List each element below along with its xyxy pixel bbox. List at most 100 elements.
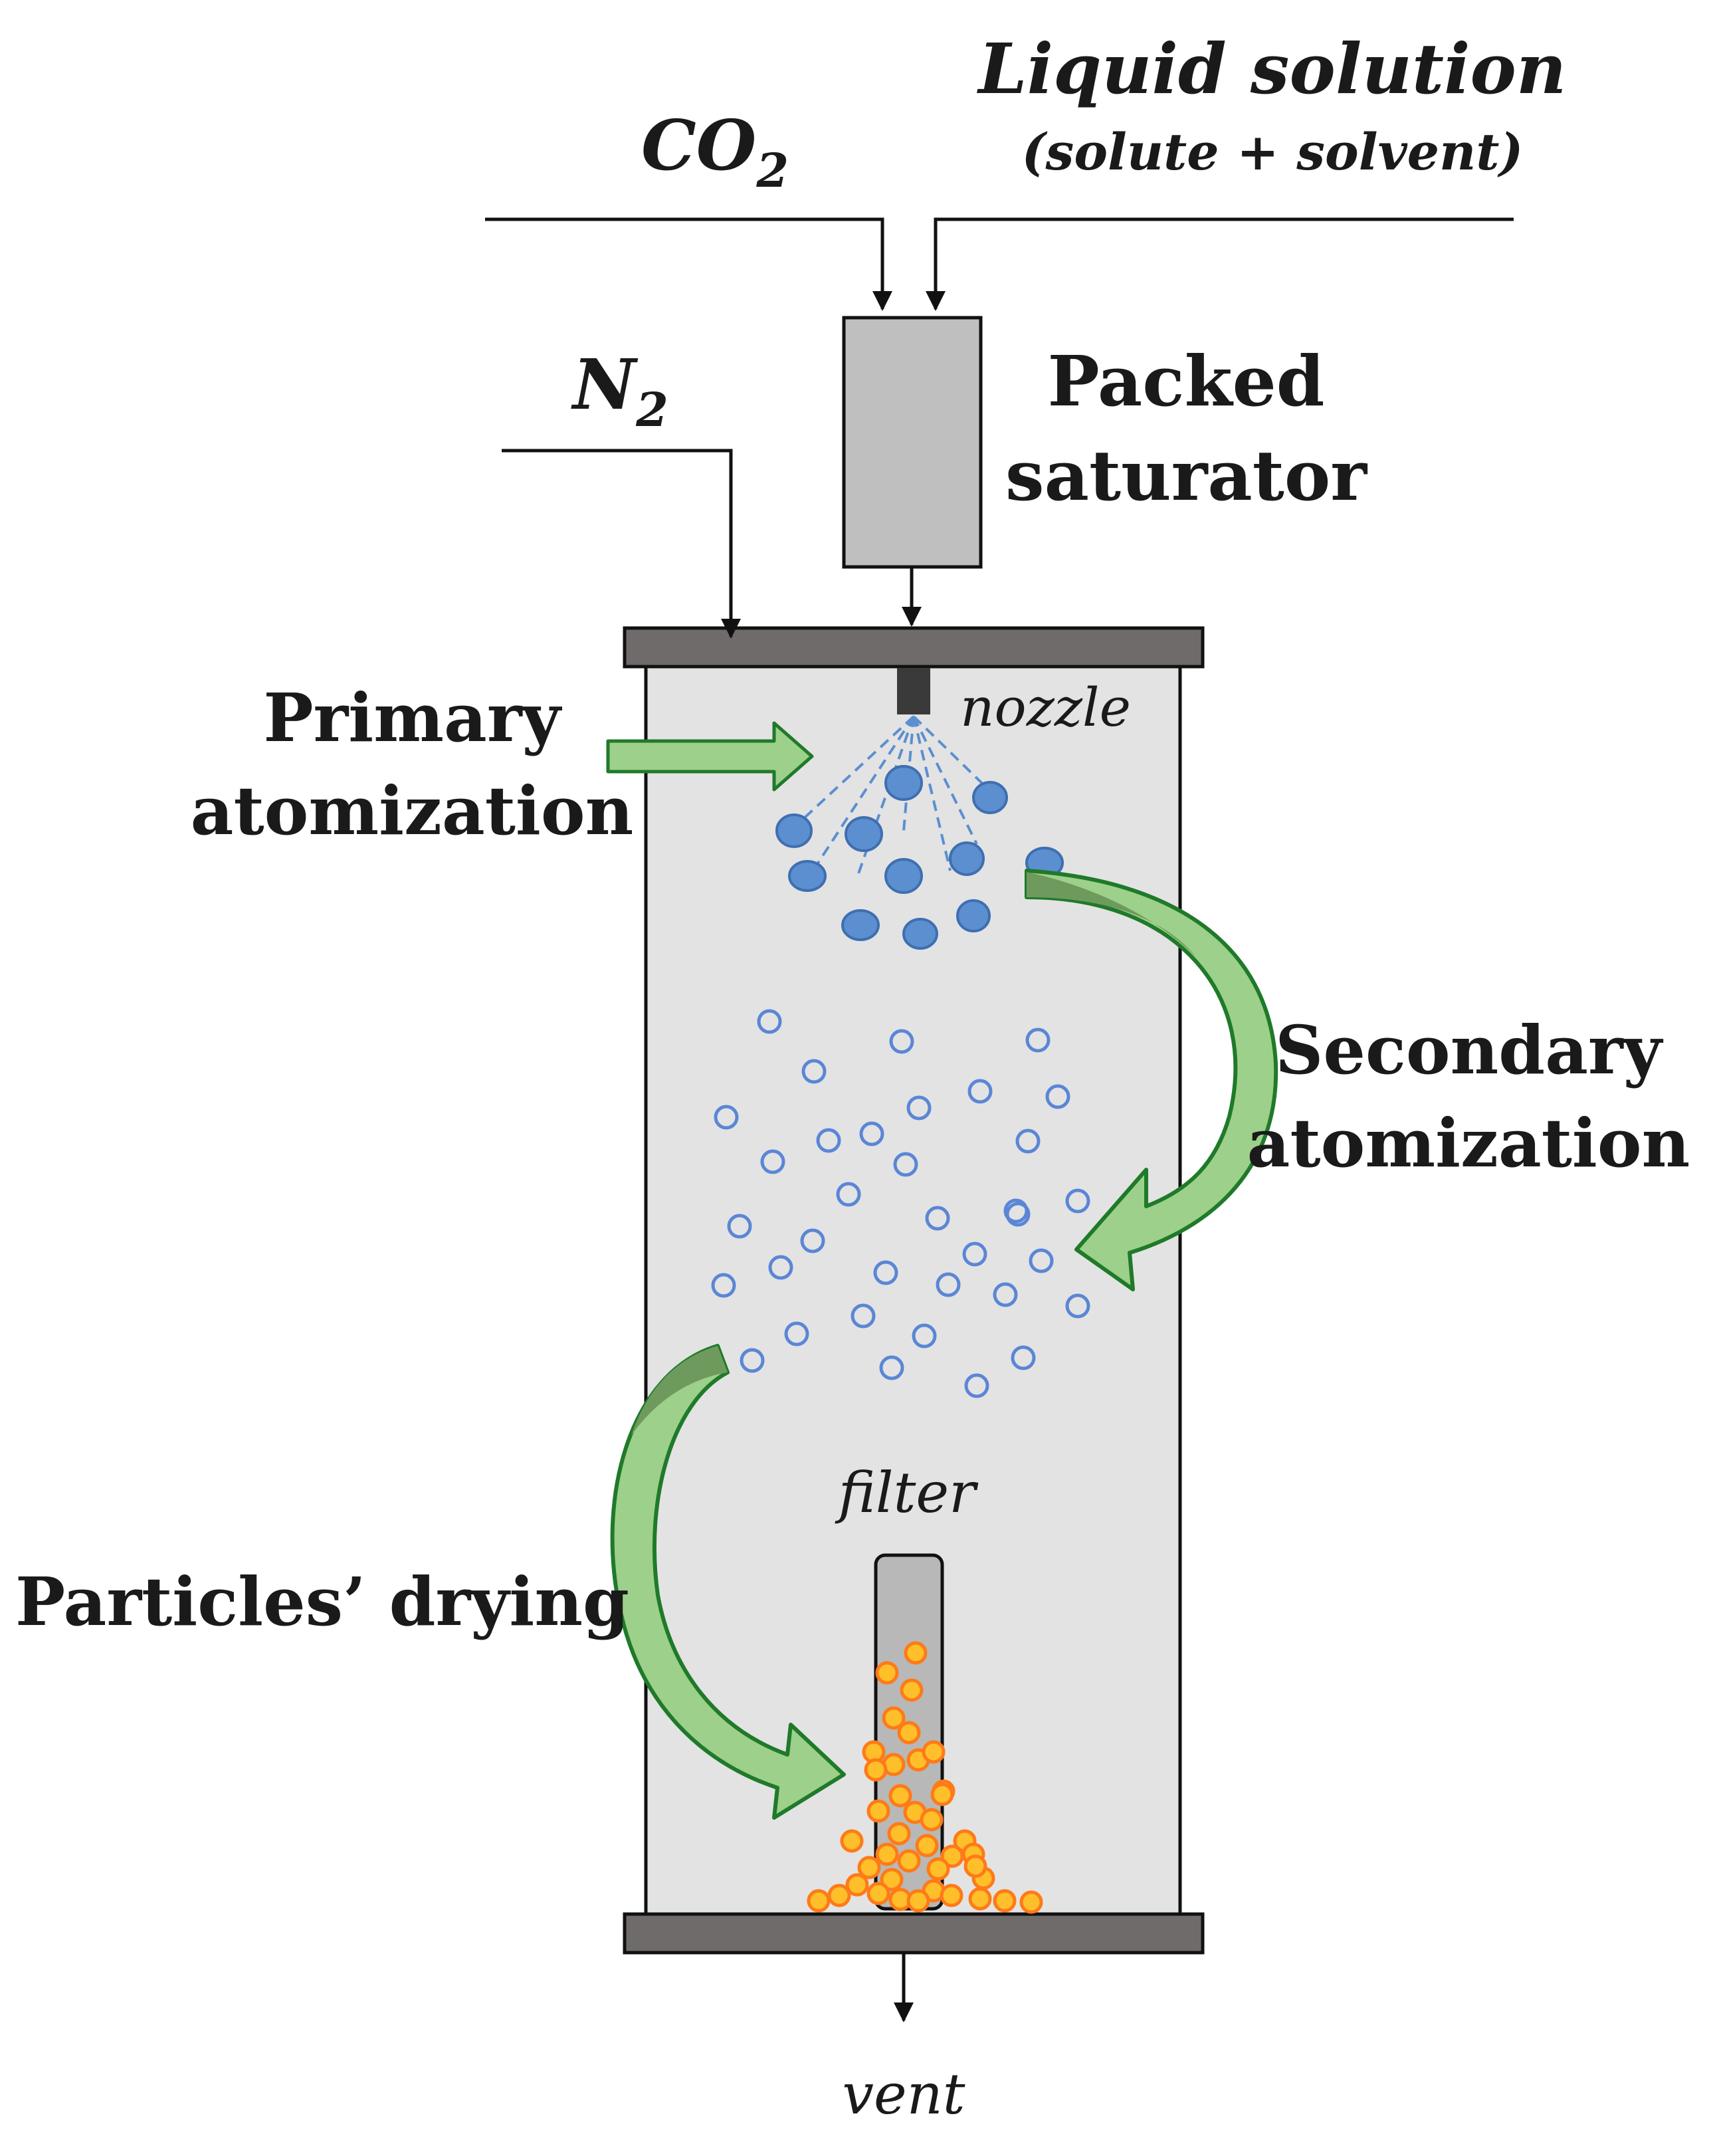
secondary-droplet: [1015, 1129, 1041, 1154]
co2-label: CO2: [641, 104, 789, 198]
dried-particle: [888, 1784, 912, 1808]
primary-droplet: [845, 816, 883, 852]
secondary-droplet: [800, 1228, 825, 1253]
primary-droplet: [775, 813, 813, 848]
secondary-droplet: [906, 1095, 932, 1121]
secondary-droplet: [893, 1152, 918, 1177]
primary-droplet: [972, 781, 1008, 814]
secondary-droplet: [740, 1348, 765, 1373]
secondary-droplet: [1065, 1188, 1090, 1214]
nozzle: [897, 668, 930, 714]
liquid-solution-sublabel: (solute + solvent): [1022, 122, 1524, 181]
dried-particle: [840, 1829, 864, 1853]
liquid-feed-line: [926, 217, 1514, 311]
secondary-droplet: [801, 1059, 827, 1084]
saturator-label-1: Packed: [1047, 340, 1324, 422]
nozzle-label: nozzle: [960, 677, 1131, 738]
primary-droplet: [949, 841, 985, 876]
dried-particle: [897, 1721, 921, 1745]
dried-particle: [968, 1887, 992, 1911]
dried-particle: [926, 1857, 950, 1881]
dried-particle: [875, 1661, 899, 1685]
secondary-droplet: [757, 1009, 782, 1034]
secondary-atomization-arrow: [1025, 869, 1278, 1291]
filter-label: filter: [835, 1460, 979, 1525]
dried-particle: [920, 1808, 944, 1832]
vent-label: vent: [842, 2062, 965, 2127]
spray-line: [912, 716, 978, 845]
secondary-droplet: [936, 1272, 961, 1297]
secondary-droplet: [816, 1128, 841, 1153]
secondary-droplet: [1045, 1084, 1070, 1109]
secondary-droplet: [760, 1149, 785, 1174]
dried-particle: [875, 1842, 899, 1866]
dried-particle: [827, 1884, 851, 1907]
secondary-droplet: [962, 1241, 987, 1267]
bottom-flange: [623, 1912, 1205, 1955]
secondary-droplet: [851, 1303, 876, 1329]
secondary-arrow-shade: [1027, 872, 1196, 957]
primary-atomization-label-1: Primary: [263, 679, 562, 757]
particles-drying-label: Particles’ drying: [15, 1563, 629, 1641]
dried-particle: [882, 1706, 906, 1730]
dried-particle: [940, 1884, 963, 1907]
primary-droplet: [884, 858, 923, 894]
secondary-droplet: [889, 1029, 914, 1054]
dried-particle: [1019, 1890, 1043, 1914]
secondary-droplet: [714, 1105, 739, 1130]
dried-particle: [857, 1856, 881, 1880]
primary-droplet: [956, 899, 991, 932]
secondary-droplet: [1029, 1248, 1054, 1273]
secondary-droplet: [1065, 1293, 1090, 1319]
dried-particle: [845, 1873, 869, 1897]
secondary-droplet: [879, 1355, 904, 1380]
n2-feed-line: [502, 449, 741, 639]
primary-droplet: [884, 765, 923, 801]
co2-subscript: 2: [755, 143, 789, 198]
secondary-atomization-label-2: atomization: [1247, 1104, 1690, 1182]
secondary-droplet: [768, 1255, 793, 1280]
secondary-droplet: [1003, 1198, 1029, 1224]
secondary-droplet: [873, 1260, 898, 1285]
secondary-droplet: [993, 1282, 1018, 1307]
secondary-droplet: [711, 1273, 736, 1298]
drying-arrow-shade: [631, 1346, 728, 1436]
spray-line: [912, 716, 952, 871]
secondary-droplet: [859, 1121, 884, 1146]
dried-particle: [930, 1782, 954, 1806]
top-flange: [623, 626, 1205, 669]
dried-particle: [864, 1758, 888, 1782]
particles-drying-arrow: [610, 1344, 846, 1820]
n2-subscript: 2: [635, 382, 668, 437]
dried-particle: [922, 1740, 946, 1764]
packed-saturator: [842, 316, 983, 569]
secondary-droplet: [727, 1214, 752, 1239]
dried-particle: [866, 1882, 890, 1905]
saturator-label-2: saturator: [1005, 435, 1367, 516]
dried-particle: [897, 1849, 921, 1873]
co2-feed-line: [485, 217, 892, 311]
primary-droplet: [902, 918, 938, 950]
secondary-droplet: [925, 1206, 950, 1231]
dried-particles: [807, 1641, 1043, 1914]
secondary-droplets: [711, 1009, 1090, 1398]
dried-particle: [887, 1822, 911, 1846]
secondary-droplet: [912, 1323, 937, 1348]
primary-droplet: [788, 860, 827, 892]
dried-particle: [915, 1834, 939, 1858]
primary-droplets: [775, 765, 1064, 950]
secondary-droplet: [1011, 1345, 1036, 1370]
spray-line: [793, 715, 915, 829]
dried-particle: [807, 1889, 831, 1913]
primary-droplet: [841, 909, 880, 941]
primary-atomization-label-2: atomization: [191, 772, 634, 850]
dried-particle: [993, 1889, 1017, 1913]
secondary-droplet: [1025, 1027, 1051, 1053]
secondary-droplet: [967, 1079, 993, 1104]
primary-atomization-arrow: [606, 721, 814, 792]
liquid-solution-label: Liquid solution: [977, 28, 1567, 110]
secondary-droplet: [836, 1182, 861, 1207]
n2-label: N2: [571, 344, 668, 437]
secondary-droplet: [784, 1321, 809, 1347]
